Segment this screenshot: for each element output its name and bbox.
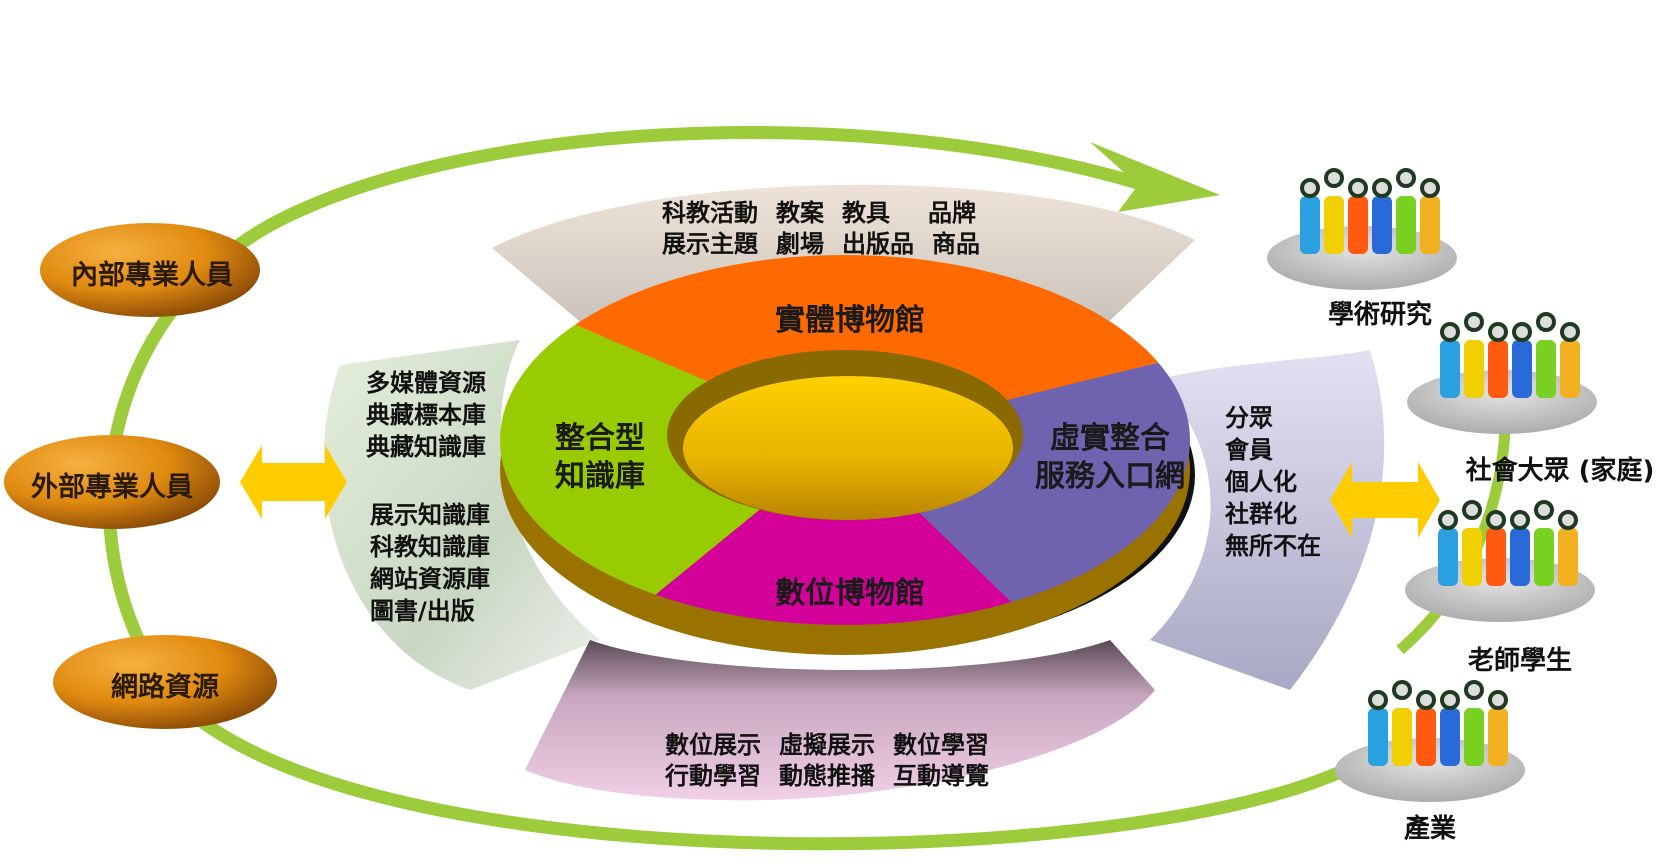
right-band-item: 個人化 (1225, 467, 1297, 496)
right-band-item: 社群化 (1225, 499, 1297, 528)
ring-label-digital-museum: 數位博物館 (775, 576, 925, 611)
people-group-icon (1407, 312, 1597, 434)
stakeholder-ellipse (53, 635, 277, 729)
bottom-band-item: 虛擬展示 (779, 731, 875, 759)
center-disc (683, 376, 1013, 520)
left-band-item: 科教知識庫 (370, 532, 490, 561)
segment-digital-museum (600, 440, 1050, 625)
stakeholder-internal-staff: 內部專業人員 (71, 260, 233, 291)
ring-label-physical-museum: 實體博物館 (775, 303, 925, 338)
right-band-item: 會員 (1225, 435, 1273, 464)
stakeholder-external-staff: 外部專業人員 (31, 472, 193, 503)
people-group-icon (1335, 680, 1525, 802)
people-group-icon (1405, 500, 1595, 622)
bottom-band-item: 互動導覽 (893, 762, 989, 791)
top-band-item: 展示主題 (662, 230, 758, 259)
right-band-item: 分眾 (1225, 404, 1273, 432)
ring-label-portal: 虛實整合 服務入口網 (1015, 420, 1205, 495)
top-band-row: 展示主題劇場出版品商品 (662, 229, 998, 260)
ring-label-line: 知識庫 (555, 458, 645, 494)
bottom-band-row: 行動學習動態推播互動導覽 (665, 761, 1007, 792)
double-arrow-left-icon (240, 445, 347, 519)
bottom-band-item: 動態推播 (779, 762, 875, 791)
bottom-band (525, 640, 1155, 801)
arrowhead-icon (1090, 142, 1220, 212)
right-band (1150, 350, 1385, 690)
right-band-list: 分眾 會員 個人化 社群化 無所不在 (1225, 403, 1321, 563)
right-band-item: 無所不在 (1225, 531, 1321, 560)
stakeholder-ellipse (4, 435, 220, 529)
people-group-icon (1267, 168, 1457, 290)
ring-label-line: 整合型 (555, 421, 645, 456)
segment-physical-museum (500, 255, 1190, 440)
top-band-text: 科教活動教案教具 品牌 展示主題劇場出版品商品 (662, 198, 998, 260)
top-band-item: 商品 (932, 230, 980, 259)
left-band-group-1: 多媒體資源 典藏標本庫 典藏知識庫 (366, 368, 486, 464)
top-band-item: 劇場 (776, 230, 824, 259)
audience-teachers-students: 老師學生 (1467, 646, 1572, 676)
double-arrow-right-icon (1330, 462, 1440, 538)
bottom-band-text: 數位展示虛擬展示數位學習 行動學習動態推播互動導覽 (665, 730, 1007, 792)
audience-general-public: 社會大眾 (家庭) (1465, 456, 1655, 486)
audience-industry: 產業 (1403, 814, 1456, 844)
ring-label-line: 服務入口網 (1035, 458, 1185, 494)
bottom-band-item: 數位學習 (893, 731, 989, 759)
audience-academic-research: 學術研究 (1327, 300, 1432, 330)
top-band-item: 科教活動 (662, 199, 758, 227)
top-band-item: 品牌 (928, 199, 976, 227)
top-band-item: 出版品 (842, 230, 914, 259)
bottom-band-item: 數位展示 (665, 731, 761, 759)
bottom-band-item: 行動學習 (665, 762, 761, 791)
bottom-band-row: 數位展示虛擬展示數位學習 (665, 730, 1007, 761)
left-band-item: 圖書/出版 (370, 596, 475, 625)
top-band-item: 教具 (842, 199, 890, 227)
left-band (323, 340, 600, 690)
ring-label-integrated-kb: 整合型 知識庫 (540, 420, 660, 495)
left-band-item: 網站資源庫 (370, 564, 490, 593)
audience-groups (1267, 168, 1597, 802)
left-band-item: 多媒體資源 (366, 369, 486, 397)
left-band-item: 典藏標本庫 (366, 400, 486, 429)
stakeholder-ellipse (40, 223, 260, 317)
top-band-item: 教案 (776, 199, 824, 227)
left-band-item: 典藏知識庫 (366, 432, 486, 461)
left-band-item: 展示知識庫 (370, 501, 490, 529)
top-band-row: 科教活動教案教具 品牌 (662, 198, 998, 229)
left-band-group-2: 展示知識庫 科教知識庫 網站資源庫 圖書/出版 (370, 500, 490, 628)
stakeholder-web-resources: 網路資源 (111, 672, 219, 703)
ring-label-line: 虛實整合 (1050, 421, 1170, 456)
